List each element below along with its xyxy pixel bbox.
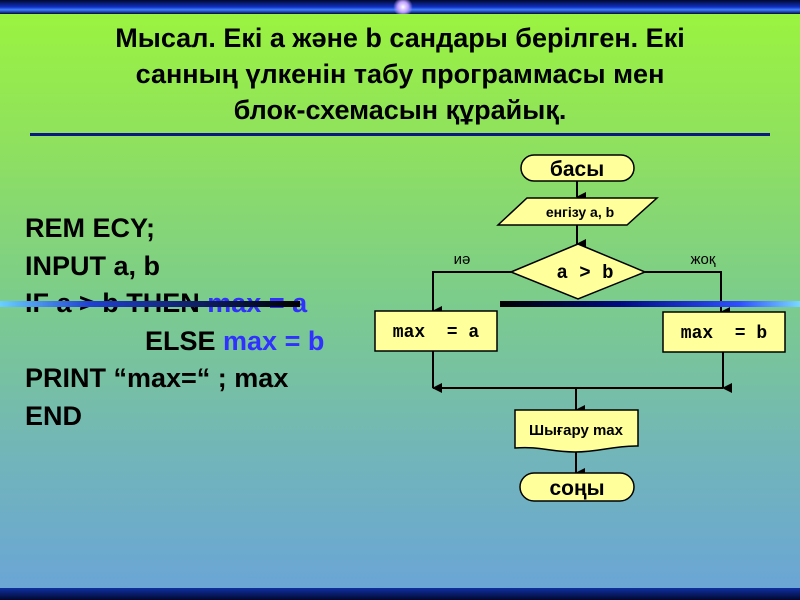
sparkle-decor <box>392 0 414 14</box>
code-line: ELSE max = b <box>25 323 324 361</box>
no-branch-arrow <box>645 271 730 317</box>
end-terminal <box>519 472 635 502</box>
title-line-1: Екі a және b сандары берілген. Екі <box>223 23 685 53</box>
input-label: енгізу a, b <box>546 204 614 220</box>
code-line: REM ECY; <box>25 213 156 243</box>
no-label: жоқ <box>691 251 716 268</box>
light-streak-decor <box>500 301 800 307</box>
output-document <box>514 409 639 453</box>
bottom-decor-bar <box>0 588 800 600</box>
top-decor-bar <box>0 0 800 14</box>
code-line: PRINT “max=“ ; max <box>25 363 289 393</box>
light-streak-decor <box>0 301 300 307</box>
title-line-2: санның үлкенін табу программасы мен <box>135 59 665 89</box>
start-terminal <box>520 154 635 182</box>
yes-branch-arrow <box>432 271 511 316</box>
start-label: басы <box>550 158 604 181</box>
code-line: END <box>25 400 83 431</box>
yes-action-label: max = a <box>393 323 480 343</box>
code-assign: max = b <box>223 325 325 356</box>
condition-label: a > b <box>556 262 613 284</box>
no-action-label: max = b <box>681 324 767 344</box>
code-listing: REM ECY; INPUT a, b IF a > b THEN max = … <box>25 210 324 435</box>
end-label: соңы <box>549 477 604 500</box>
title-label: Мысал. <box>115 23 216 53</box>
input-parallelogram <box>496 197 659 226</box>
no-action-box <box>662 311 786 353</box>
condition-diamond <box>509 243 647 300</box>
yes-label: иә <box>454 251 471 268</box>
title-divider <box>30 133 770 136</box>
slide-title: Мысал. Екі a және b сандары берілген. Ек… <box>30 20 770 128</box>
yes-action-box <box>374 310 498 352</box>
code-keyword: ELSE <box>145 325 224 356</box>
title-line-3: блок-схемасын құрайық. <box>233 95 567 125</box>
output-label: Шығару max <box>529 422 624 439</box>
code-line: INPUT a, b <box>25 250 161 281</box>
